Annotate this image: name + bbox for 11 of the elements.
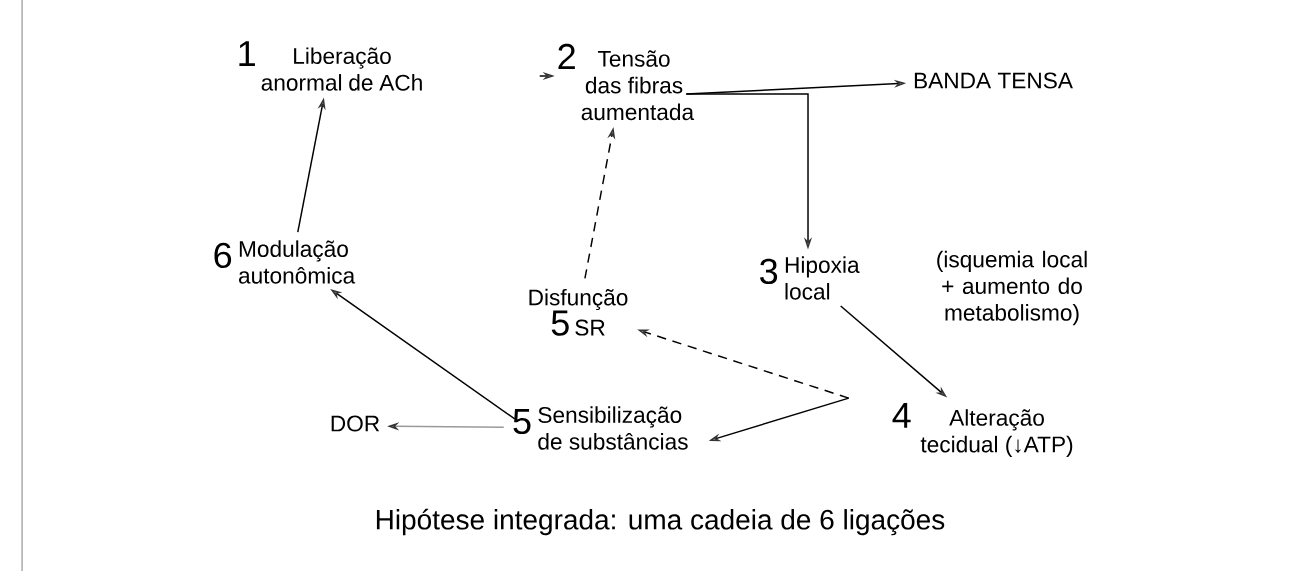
step-label: DOR xyxy=(331,415,380,432)
step-label: 2 Tensão das fibras aumentada xyxy=(558,43,695,121)
step-label: 5 Sensibilização de substâncias xyxy=(513,406,688,450)
step-label: Disfunção 5 SR xyxy=(529,288,628,336)
note-text: (isquemia local + aumento do metabolismo) xyxy=(937,250,1087,326)
caption: Hipótese integrada: uma cadeia de 6 ligações xyxy=(376,508,945,536)
step-label: 3 Hipoxia local xyxy=(760,256,860,300)
step-label: 4 Alteração tecidual (↓ATP) xyxy=(892,403,1073,457)
step-label: BANDA TENSA xyxy=(914,72,1073,89)
step-label: 6 Modulação autonômica xyxy=(214,240,356,284)
step-label: 1 Liberação anormal de ACh xyxy=(239,41,422,91)
